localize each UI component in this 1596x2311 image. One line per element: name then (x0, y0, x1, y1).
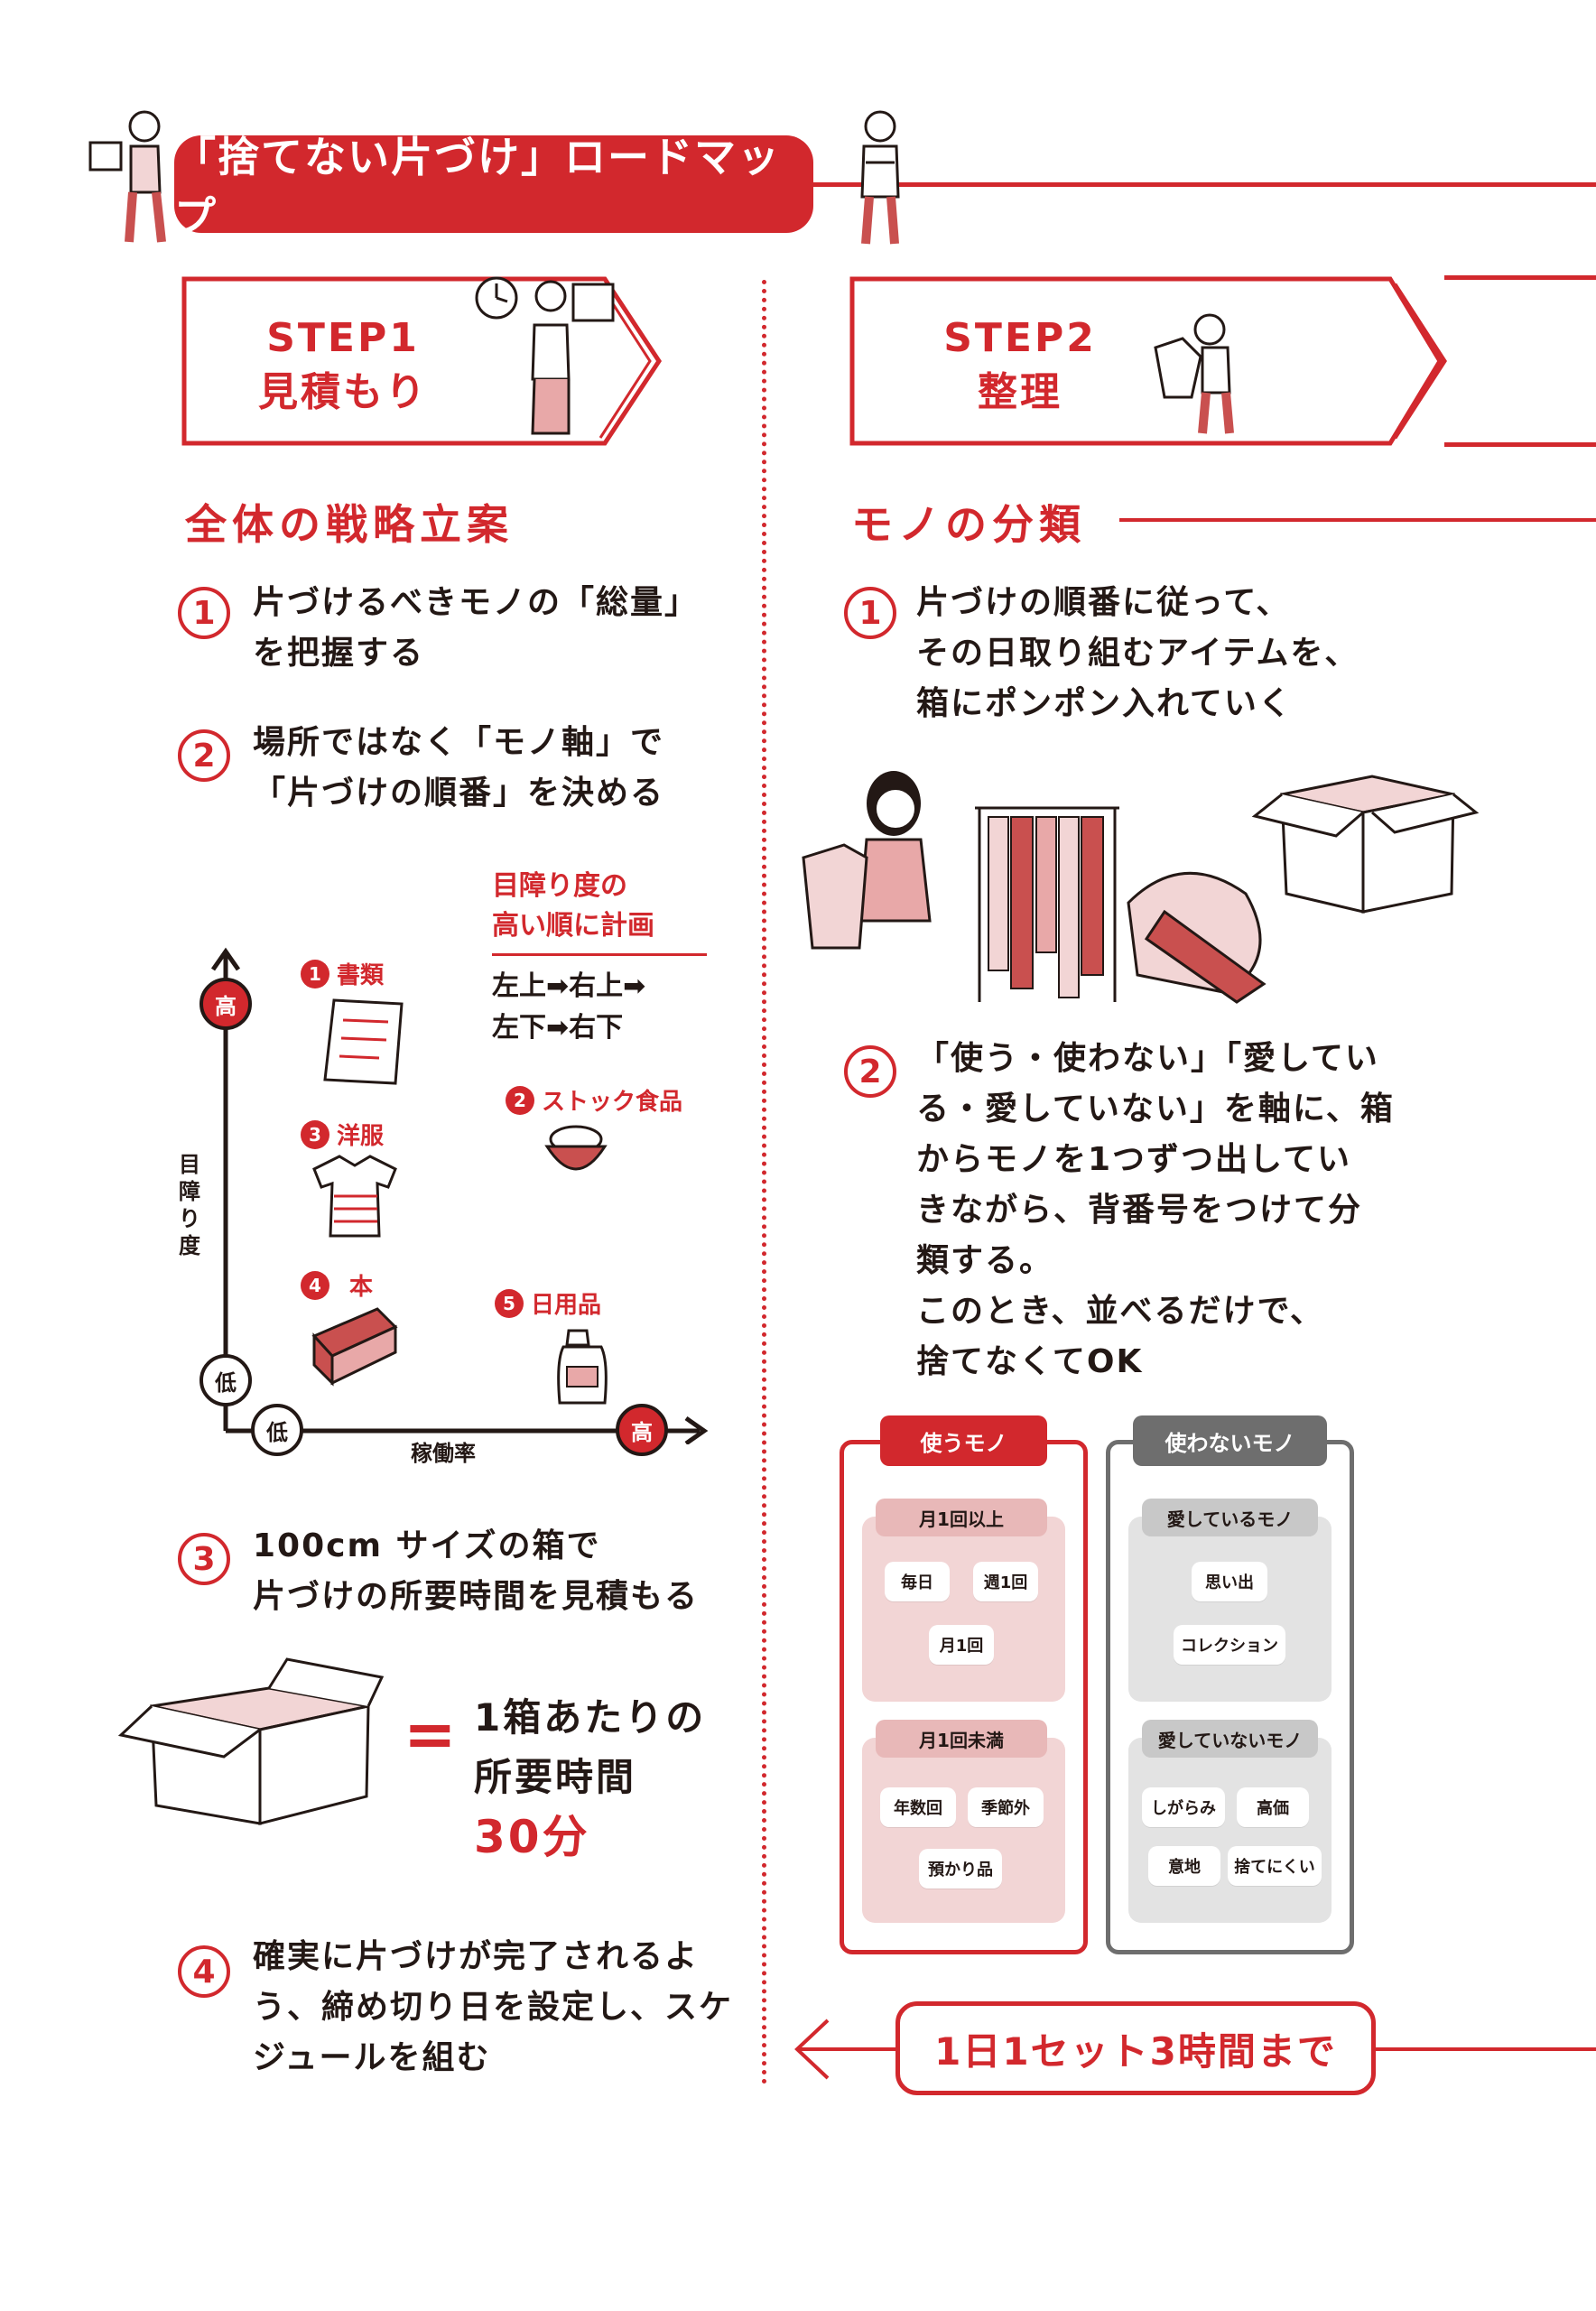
nouse-chip: 捨てにくい (1228, 1846, 1322, 1886)
box-time-value: 30分 (474, 1811, 590, 1863)
left-section-heading: 全体の戦略立案 (185, 500, 514, 549)
right-heading-rule (1119, 518, 1596, 522)
item-label: 書類 (337, 962, 385, 989)
step2-arrow-frame (849, 276, 1443, 446)
x-axis-high: 高 (616, 1404, 668, 1456)
step2-arrow-tail (1444, 275, 1596, 447)
left-step-2-number: 2 (178, 729, 230, 782)
step1-name: 見積もり (258, 369, 428, 415)
use-group-2-title: 月1回未満 (876, 1720, 1047, 1758)
use-group-2 (862, 1738, 1065, 1923)
step2-chevron (1392, 283, 1447, 440)
plan-order: 左上➡右上➡ 左下➡右下 (492, 966, 645, 1049)
nouse-group-1 (1128, 1517, 1332, 1702)
shirt-icon (312, 1155, 397, 1238)
plan-order-line-1: 左上➡右上➡ (492, 970, 646, 1002)
matrix-axes (210, 947, 709, 1444)
title-rule (812, 182, 1596, 187)
item-label: 日用品 (531, 1292, 602, 1319)
person-clock-box-icon (475, 276, 615, 435)
person-arms-crossed-icon (860, 110, 900, 245)
right-section-heading: モノの分類 (851, 500, 1086, 549)
box-time-line-2: 所要時間 (474, 1755, 637, 1799)
nouse-chip: 意地 (1148, 1846, 1220, 1886)
box-time-block: 1箱あたりの 所要時間 30分 (474, 1688, 706, 1867)
use-chip: 週1回 (973, 1562, 1038, 1601)
x-axis-label: 稼働率 (411, 1441, 476, 1466)
step1-label: STEP1 (266, 315, 420, 361)
nouse-tag: 使わないモノ (1133, 1415, 1327, 1466)
right-step-1-text: 片づけの順番に従って、 その日取り組むアイテムを、 箱にポンポン入れていく (916, 584, 1359, 722)
nouse-chip: コレクション (1174, 1625, 1285, 1665)
left-step-4-number: 4 (178, 1945, 230, 1998)
right-step-1-number: 1 (844, 587, 896, 639)
nouse-group-2-title: 愛していないモノ (1142, 1720, 1318, 1758)
nouse-group-2 (1128, 1738, 1332, 1923)
step2-label: STEP2 (943, 315, 1097, 361)
use-group-1-title: 月1回以上 (876, 1499, 1047, 1536)
equals-sign: = (404, 1697, 457, 1771)
nouse-chip: 高価 (1237, 1787, 1309, 1827)
column-divider (762, 280, 766, 2085)
right-step-2-text: 「使う・使わない」「愛してい る・愛していない」を軸に、箱 からモノを1つずつ出… (916, 1040, 1395, 1380)
y-axis-low: 低 (200, 1354, 252, 1406)
left-step-1-text: 片づけるべきモノの「総量」 を把握する (253, 584, 700, 672)
x-axis-low: 低 (251, 1404, 303, 1456)
item-number: 2 (506, 1085, 534, 1115)
matrix-item-clothes: 3 洋服 (301, 1118, 384, 1151)
step2-label-block: STEP2 整理 (903, 311, 1137, 420)
right-step-2-number: 2 (844, 1045, 896, 1098)
item-number: 1 (301, 959, 329, 988)
matrix-item-stock-food: 2 ストック食品 (506, 1083, 682, 1117)
plan-title-line-2: 高い順に計画 (492, 910, 654, 942)
left-step-2-text: 場所ではなく「モノ軸」で 「片づけの順番」を決める (253, 724, 665, 812)
time-limit-label: 1日1セット3時間まで (895, 2001, 1376, 2095)
page-title: 「捨てない片づけ」ロードマップ (174, 133, 813, 241)
use-chip: 季節外 (968, 1787, 1044, 1827)
person-holding-shirt-icon (1154, 313, 1234, 434)
left-step-3-number: 3 (178, 1533, 230, 1585)
use-chip: 年数回 (880, 1787, 956, 1827)
y-axis-high: 高 (200, 978, 252, 1030)
use-chip: 毎日 (885, 1562, 950, 1601)
left-step-3-text: 100cm サイズの箱で 片づけの所要時間を見積もる (253, 1527, 700, 1615)
item-label: 本 (349, 1274, 374, 1301)
y-axis-label: 目障り度 (179, 1152, 200, 1258)
use-chip: 預かり品 (919, 1849, 1002, 1889)
item-label: ストック食品 (542, 1089, 683, 1116)
cardboard-box-icon (117, 1657, 385, 1825)
step1-label-block: STEP1 見積もり (226, 311, 460, 420)
plan-title-rule (492, 953, 707, 956)
matrix-item-books: 4 本 (301, 1268, 373, 1302)
matrix-item-documents: 1 書類 (301, 957, 384, 990)
documents-icon (323, 998, 404, 1085)
use-group-1 (862, 1517, 1065, 1702)
plan-title-line-1: 目障り度の (492, 870, 627, 902)
use-chip: 月1回 (929, 1625, 994, 1665)
item-number: 3 (301, 1119, 329, 1149)
item-label: 洋服 (337, 1123, 385, 1150)
left-step-1-number: 1 (178, 587, 230, 639)
sorting-illustration (802, 771, 1480, 1004)
left-step-4-text: 確実に片づけが完了されるよ う、締め切り日を設定し、スケ ジュールを組む (253, 1938, 734, 2076)
use-tag: 使うモノ (880, 1415, 1047, 1466)
step2-name: 整理 (978, 369, 1062, 415)
detergent-bottle-icon (557, 1329, 608, 1405)
plan-order-line-2: 左下➡右下 (492, 1012, 624, 1044)
nouse-group-1-title: 愛しているモノ (1142, 1499, 1318, 1536)
matrix-item-daily-goods: 5 日用品 (495, 1286, 601, 1320)
person-carrying-box-icon (88, 110, 166, 243)
item-number: 5 (495, 1288, 524, 1318)
nouse-chip: しがらみ (1142, 1787, 1225, 1827)
box-time-line-1: 1箱あたりの (474, 1695, 707, 1740)
rice-bowl-icon (544, 1125, 608, 1171)
plan-title: 目障り度の 高い順に計画 (492, 867, 654, 946)
nouse-chip: 思い出 (1192, 1562, 1267, 1601)
books-icon (311, 1307, 398, 1387)
item-number: 4 (301, 1270, 329, 1300)
